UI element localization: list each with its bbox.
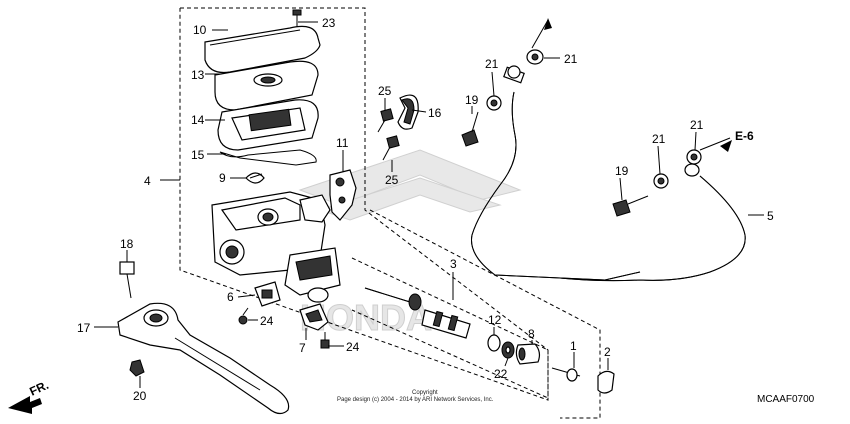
leader-lines xyxy=(94,21,764,388)
nut-20[interactable] xyxy=(129,359,145,377)
label-21-right-b: 21 xyxy=(690,118,704,132)
label-16: 16 xyxy=(428,106,442,120)
label-7: 7 xyxy=(299,341,306,355)
label-e6: E-6 xyxy=(735,129,754,143)
washer-21-right-a[interactable] xyxy=(653,173,669,189)
diaphragm[interactable] xyxy=(217,99,319,151)
clutch-lever[interactable] xyxy=(117,302,290,415)
screw-23[interactable] xyxy=(292,9,302,27)
copyright-line-2: Page design (c) 2004 - 2014 by ARI Netwo… xyxy=(337,397,494,403)
push-rod-1[interactable] xyxy=(551,367,581,382)
label-21-mid: 21 xyxy=(485,57,499,71)
switch-11[interactable] xyxy=(329,169,357,221)
label-11: 11 xyxy=(336,136,349,150)
label-21-top: 21 xyxy=(564,52,578,66)
label-21-right-a: 21 xyxy=(652,132,666,146)
label-1: 1 xyxy=(570,339,577,353)
label-9: 9 xyxy=(219,171,226,185)
clutch-hose-5[interactable] xyxy=(559,163,746,282)
front-arrow-icon xyxy=(8,396,42,414)
label-2: 2 xyxy=(604,345,611,359)
bushing-8[interactable] xyxy=(515,343,541,365)
part-labels: 10 23 13 14 15 9 4 11 25 16 25 18 6 24 1… xyxy=(77,16,774,403)
arrow-right-icon xyxy=(720,140,732,152)
boot-12[interactable] xyxy=(487,334,501,352)
label-14: 14 xyxy=(191,113,205,127)
label-23: 23 xyxy=(322,16,336,30)
label-24-right: 24 xyxy=(346,340,360,354)
label-19-lower: 19 xyxy=(615,164,629,178)
clip-9[interactable] xyxy=(245,172,265,184)
label-6: 6 xyxy=(227,290,234,304)
screw-24-right[interactable] xyxy=(320,332,330,349)
master-cylinder-body[interactable] xyxy=(211,191,341,303)
bolt-25-upper[interactable] xyxy=(377,108,394,133)
gasket[interactable] xyxy=(219,149,317,166)
banjo-bolt-19-lower[interactable] xyxy=(612,195,649,217)
label-18: 18 xyxy=(120,237,134,251)
holder-16[interactable] xyxy=(397,94,419,130)
label-20: 20 xyxy=(133,389,147,403)
washer-22[interactable] xyxy=(501,341,515,359)
bolt-25-lower[interactable] xyxy=(382,135,400,161)
switch-6[interactable] xyxy=(254,281,281,307)
cap-2[interactable] xyxy=(597,370,615,394)
bracket-7[interactable] xyxy=(299,303,329,331)
washer-21-top[interactable] xyxy=(526,49,544,65)
front-direction-marker: FR. xyxy=(8,378,51,414)
label-4: 4 xyxy=(144,174,151,188)
label-22: 22 xyxy=(494,367,508,381)
label-12: 12 xyxy=(488,313,502,327)
label-3: 3 xyxy=(450,257,457,271)
label-15: 15 xyxy=(191,148,205,162)
diagram-code: MCAAF0700 xyxy=(757,394,815,405)
arrow-up-icon xyxy=(531,18,552,49)
pivot-bolt-18[interactable] xyxy=(119,261,135,299)
reservoir-cap[interactable] xyxy=(204,25,321,74)
label-17: 17 xyxy=(77,321,91,335)
banjo-bolt-19-upper[interactable] xyxy=(461,111,479,147)
label-25-lower: 25 xyxy=(385,173,399,187)
label-10: 10 xyxy=(193,23,207,37)
washer-21-mid[interactable] xyxy=(486,95,502,111)
reservoir-plate[interactable] xyxy=(214,60,319,111)
clutch-hose-upper[interactable] xyxy=(470,65,641,281)
piston-set[interactable] xyxy=(364,287,471,339)
label-13: 13 xyxy=(191,68,205,82)
screw-24-left[interactable] xyxy=(238,307,249,325)
label-24-left: 24 xyxy=(260,314,274,328)
front-label: FR. xyxy=(27,378,50,399)
label-5: 5 xyxy=(767,209,774,223)
washer-21-right-b[interactable] xyxy=(686,149,702,165)
label-19-upper: 19 xyxy=(465,93,479,107)
copyright-line-1: Copyright xyxy=(412,390,438,396)
label-25-upper: 25 xyxy=(378,84,392,98)
label-8: 8 xyxy=(528,327,535,341)
